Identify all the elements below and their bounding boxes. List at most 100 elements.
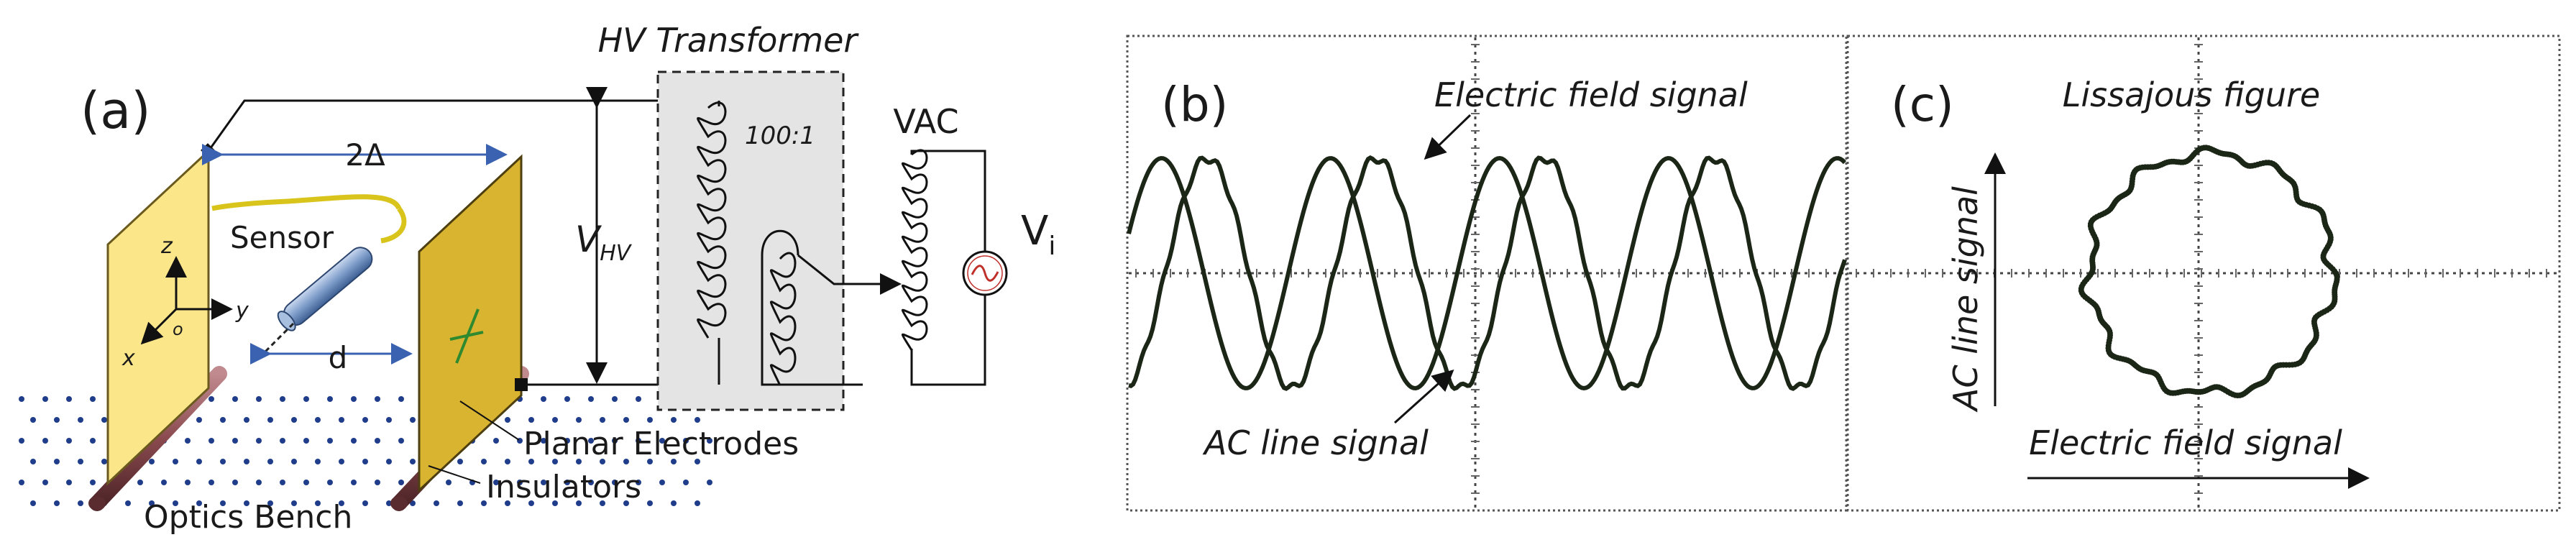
bench-dot — [528, 500, 534, 506]
coil-turns — [901, 149, 928, 351]
bench-dot — [42, 396, 48, 402]
bench-dot — [528, 417, 534, 423]
bench-dot — [386, 500, 392, 506]
bench-dot — [528, 459, 534, 464]
bench-dot — [707, 438, 712, 444]
ac-line-label: AC line signal — [1202, 423, 1429, 462]
bench-dot — [647, 500, 653, 506]
bench-dot — [457, 459, 463, 464]
bench-dot — [375, 438, 380, 444]
bench-dot — [695, 459, 700, 464]
x-signal-label: Electric field signal — [2029, 423, 2342, 462]
bench-dot — [42, 480, 48, 485]
bench-dot — [588, 438, 594, 444]
bench-dot — [30, 500, 36, 506]
bench-dot — [185, 480, 191, 485]
z-axis-label: z — [160, 234, 173, 259]
wire-sec-top — [761, 229, 799, 256]
bench-dot — [671, 417, 677, 423]
ac-line-pointer — [1393, 369, 1454, 424]
bench-dot — [66, 438, 72, 444]
bench-dot — [588, 396, 594, 402]
bench-dot — [303, 396, 309, 402]
bench-dot — [327, 480, 333, 485]
x-axis-label: x — [122, 346, 135, 371]
bench-dot — [196, 500, 202, 506]
lissajous-figure — [2078, 145, 2340, 399]
bench-dot — [90, 480, 96, 485]
bench-dot — [362, 500, 368, 506]
bench-dot — [208, 438, 214, 444]
coil-primary — [769, 252, 797, 386]
bench-dot — [149, 500, 155, 506]
insulators-label: Insulators — [486, 469, 641, 505]
terminal-right — [515, 378, 528, 391]
bench-dot — [78, 500, 83, 506]
bench-dot — [137, 480, 143, 485]
scope-c-grid — [1856, 44, 2547, 494]
coil-vac — [901, 149, 928, 351]
coordinate-axes: z y x o — [122, 234, 249, 371]
bench-dot — [256, 438, 262, 444]
vhv-label: VHV — [575, 219, 633, 266]
bench-dot — [54, 417, 60, 423]
bench-dot — [398, 480, 404, 485]
bench-dot — [446, 480, 452, 485]
bench-dot — [78, 459, 83, 464]
bench-dot — [362, 459, 368, 464]
bench-dot — [552, 500, 558, 506]
wire-sec-arrow — [797, 254, 902, 295]
bench-dot — [695, 500, 700, 506]
bench-dot — [280, 438, 285, 444]
bench-dot — [695, 417, 700, 423]
vac-label: VAC — [893, 102, 958, 141]
insulator-end-right — [390, 496, 408, 510]
bench-dot — [232, 480, 238, 485]
x-axis — [140, 308, 178, 345]
bench-dot — [351, 438, 357, 444]
bench-dot — [173, 500, 178, 506]
bench-dot — [541, 396, 546, 402]
ratio-label: 100:1 — [745, 122, 815, 150]
coil-turns — [769, 252, 797, 386]
bench-dot — [659, 438, 665, 444]
bench-dot — [351, 396, 357, 402]
bench-dot — [208, 480, 214, 485]
bench-dot — [505, 500, 510, 506]
bench-dot — [600, 459, 605, 464]
vi-label: Vi — [1021, 208, 1055, 261]
bench-dot — [707, 480, 712, 485]
bench-dot — [398, 438, 404, 444]
electrodes-leader — [459, 400, 520, 441]
bench-dot — [362, 417, 368, 423]
electric-field-pointer — [1424, 114, 1472, 160]
bench-dot — [612, 480, 618, 485]
bench-dot — [185, 438, 191, 444]
bench-dot — [66, 396, 72, 402]
bench-dot — [208, 396, 214, 402]
optics-bench-label: Optics Bench — [144, 499, 352, 536]
panel-c: (c) Lissajous figure AC line signal Elec… — [1846, 35, 2561, 512]
bench-dot — [671, 500, 677, 506]
sensor-cable — [211, 194, 402, 211]
bench-dot — [505, 459, 510, 464]
bench-dot — [623, 417, 629, 423]
bench-dot — [291, 500, 297, 506]
bench-dot — [244, 459, 249, 464]
wire-vac-bottom — [910, 295, 986, 386]
bench-dot — [541, 480, 546, 485]
bench-dot — [30, 459, 36, 464]
bench-dot — [434, 500, 439, 506]
bench-dot — [493, 480, 499, 485]
bench-dot — [576, 417, 582, 423]
bench-dot — [315, 500, 321, 506]
scope-b-grid — [1135, 44, 1827, 494]
wire-top — [207, 99, 719, 152]
bench-dot — [375, 396, 380, 402]
bench-dot — [303, 480, 309, 485]
origin-label: o — [173, 319, 183, 339]
bench-dot — [54, 500, 60, 506]
bench-dot — [636, 396, 641, 402]
bench-dot — [19, 438, 24, 444]
